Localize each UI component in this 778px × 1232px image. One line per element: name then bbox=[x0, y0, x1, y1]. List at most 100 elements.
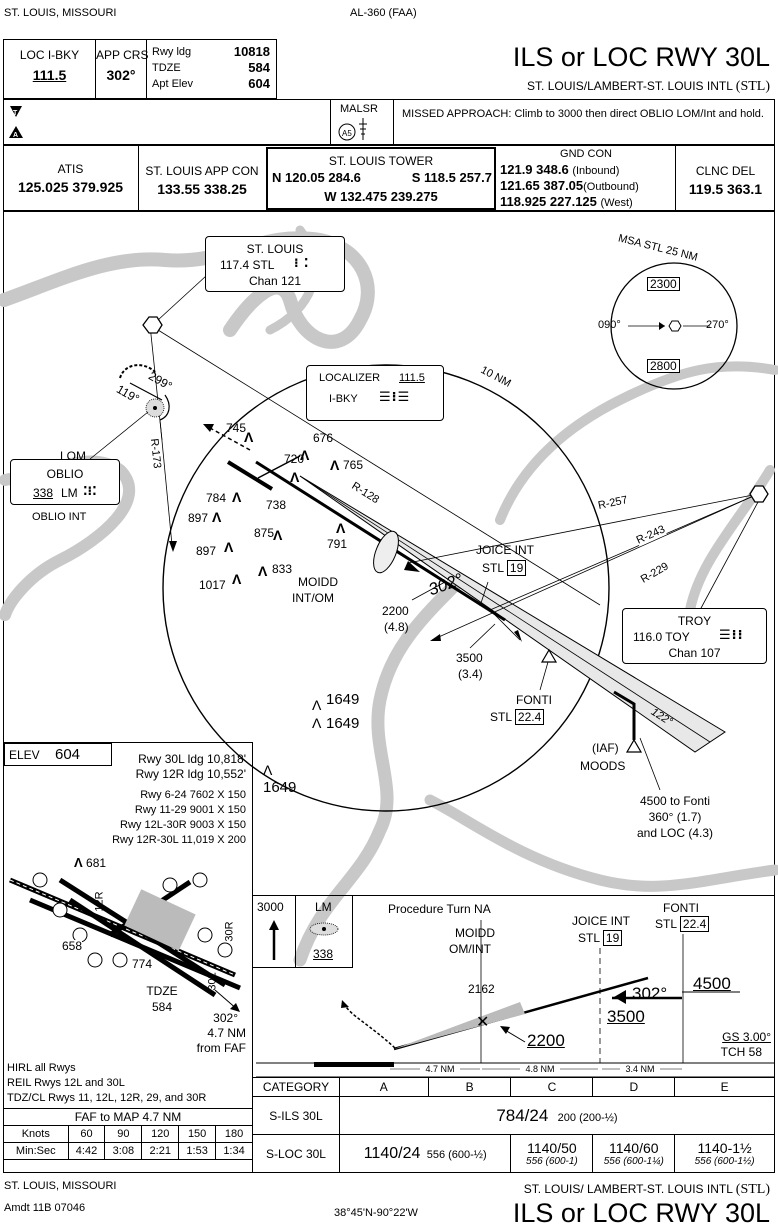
malsr-lights-icon: A5 bbox=[338, 118, 367, 141]
terrain-1649a: 1649 bbox=[326, 691, 360, 708]
joice-dme: 19 bbox=[506, 560, 527, 576]
loc-c-minimums: 1140/50 556 (600-1) bbox=[510, 1134, 594, 1173]
profile-joice-name: JOICE INT bbox=[572, 914, 631, 928]
radial-r173-line bbox=[159, 419, 173, 546]
tdze-value: 584 bbox=[248, 60, 270, 75]
moods-iaf: (IAF) bbox=[592, 741, 619, 755]
profile-fonti-stl: STL bbox=[655, 917, 677, 931]
stl-chan: Chan 121 bbox=[248, 274, 302, 288]
header-chart-id: AL-360 (FAA) bbox=[350, 7, 417, 19]
profile-joice-fix: STL 19 bbox=[578, 930, 623, 946]
river-missouri bbox=[293, 573, 467, 967]
terrain-1649b: 1649 bbox=[326, 715, 360, 732]
app-crs-label: APP CRS bbox=[96, 48, 149, 62]
lights-3: TDZ/CL Rwys 11, 12L, 12R, 29, and 30R bbox=[7, 1092, 207, 1104]
ad-crs-note-2: 4.7 NM bbox=[207, 1026, 246, 1040]
profile-lm-label: LM bbox=[315, 900, 332, 914]
terrain-791: 791 bbox=[327, 537, 348, 551]
header-airport-id: (STL) bbox=[735, 79, 770, 94]
gnd-freq-3: 118.925 227.125 bbox=[500, 194, 597, 209]
missed-approach-text: MISSED APPROACH: Climb to 3000 then dire… bbox=[402, 108, 764, 120]
footer-city-state: ST. LOUIS, MISSOURI bbox=[4, 1180, 117, 1192]
loc-box-id: I-BKY bbox=[329, 393, 358, 405]
fonti-fix-icon bbox=[540, 648, 558, 663]
troy-freq-id: 116.0 TOY bbox=[633, 630, 690, 644]
profile-alt-3500: 3500 bbox=[607, 1007, 645, 1026]
gnd-note-1: (Inbound) bbox=[572, 165, 620, 177]
stl-freq-id: 117.4 STL bbox=[220, 258, 275, 272]
msa-right: 270° bbox=[706, 319, 729, 331]
tower-box: ST. LOUIS TOWER N 120.05 284.6 S 118.5 2… bbox=[266, 147, 496, 210]
svg-text:Λ: Λ bbox=[232, 489, 242, 505]
time-cell: 4:42 bbox=[67, 1142, 106, 1160]
runway-symbol bbox=[226, 460, 274, 491]
svg-text:Λ: Λ bbox=[273, 527, 283, 543]
oblio-int: OBLIO INT bbox=[32, 511, 87, 523]
tower-north: N 120.05 284.6 bbox=[272, 170, 361, 185]
terrain-720: 720 bbox=[284, 452, 305, 466]
terrain-897b: 897 bbox=[196, 544, 217, 558]
holding-pattern bbox=[119, 364, 156, 379]
gnd-note-2: (Outbound) bbox=[583, 181, 639, 193]
ad-tdze-label: TDZE bbox=[146, 984, 178, 998]
ring-label: 10 NM bbox=[479, 364, 513, 390]
ils-row: S-ILS 30L 784/24 200 (200-½) bbox=[252, 1096, 776, 1135]
airport-diagram-drawing bbox=[9, 872, 241, 1012]
app-con-freqs: 133.55 338.25 bbox=[157, 181, 247, 197]
troy-name: TROY bbox=[677, 614, 712, 628]
category-cell: B bbox=[427, 1077, 512, 1097]
time-table-title-row: FAF to MAP 4.7 NM bbox=[3, 1108, 253, 1126]
time-table-knots-row: Knots 60 90 120 150 180 bbox=[3, 1125, 253, 1143]
troy-vor-info-box: TROY 116.0 TOY ☰⁝⁝ Chan 107 bbox=[622, 608, 767, 664]
plan-alt-2200: 2200 bbox=[382, 604, 409, 618]
radial-r257-line bbox=[407, 493, 759, 564]
moods-name: MOODS bbox=[580, 759, 626, 773]
profile-joice-dme: 19 bbox=[602, 930, 623, 946]
terrain-833: 833 bbox=[272, 562, 293, 576]
radial-r243-line bbox=[489, 493, 759, 611]
profile-fonti-dme: 22.4 bbox=[679, 916, 710, 932]
joice-name: JOICE INT bbox=[476, 543, 535, 557]
atis-freqs: 125.025 379.925 bbox=[17, 179, 124, 195]
rwy-label-30r: 30R bbox=[223, 921, 236, 942]
rwy-11-29: Rwy 11-29 9001 X 150 bbox=[134, 804, 246, 816]
category-cell: E bbox=[674, 1077, 775, 1097]
rwy-ldg-label: Rwy ldg bbox=[152, 46, 192, 58]
loc-e-minimums: 1140-1½ 556 (600-1½) bbox=[674, 1134, 775, 1173]
gnd-line-1: 121.9 348.6 (Inbound) bbox=[500, 163, 619, 177]
faf-map-time-table: FAF to MAP 4.7 NM Knots 60 90 120 150 18… bbox=[3, 1108, 253, 1160]
category-row: CATEGORY A B C D E bbox=[252, 1077, 775, 1097]
missed-climb-alt: 3000 bbox=[257, 900, 284, 914]
rwy-label-30l: 30L bbox=[206, 972, 219, 991]
svg-text:Λ: Λ bbox=[300, 447, 310, 463]
stl-morse: ⁝ ⁚ bbox=[294, 256, 310, 270]
profile-course: 302° bbox=[632, 984, 668, 1003]
msa-south: 2800 bbox=[647, 359, 680, 373]
troy-chan: Chan 107 bbox=[668, 646, 721, 660]
time-cell: 1:53 bbox=[178, 1142, 217, 1160]
malsr-label: MALSR bbox=[340, 103, 378, 115]
header-airport-name: ST. LOUIS/LAMBERT-ST. LOUIS INTL bbox=[527, 79, 733, 93]
missed-approach-path bbox=[209, 427, 251, 451]
knots-cell: 60 bbox=[67, 1125, 106, 1143]
header-city-state: ST. LOUIS, MISSOURI bbox=[4, 7, 117, 19]
svg-text:Λ: Λ bbox=[263, 762, 273, 778]
elev-label: ELEV bbox=[9, 748, 40, 762]
segment-2: 4.8 NM bbox=[520, 1065, 560, 1074]
loc-label: LOC I-BKY bbox=[19, 48, 80, 62]
plan-alt-3500: 3500 bbox=[456, 651, 483, 665]
apt-elev-value: 604 bbox=[248, 76, 270, 91]
terrain-symbols: Λ Λ Λ Λ Λ Λ Λ Λ Λ Λ Λ Λ Λ Λ bbox=[212, 429, 346, 778]
procedure-turn-na: Procedure Turn NA bbox=[388, 902, 491, 916]
tower-south: S 118.5 257.7 bbox=[411, 170, 492, 185]
oblio-freq: 338 bbox=[33, 486, 54, 500]
svg-text:T: T bbox=[13, 110, 18, 117]
rwy-ldg-value: 10818 bbox=[233, 44, 270, 59]
profile-fonti-fix: STL 22.4 bbox=[655, 916, 710, 932]
footer-amdt: Amdt 11B 07046 bbox=[4, 1202, 86, 1214]
obstacle-658: 658 bbox=[62, 939, 83, 953]
svg-text:✕: ✕ bbox=[476, 1014, 489, 1031]
clnc-del-freqs: 119.5 363.1 bbox=[688, 181, 763, 197]
knots-label: Knots bbox=[3, 1125, 69, 1143]
